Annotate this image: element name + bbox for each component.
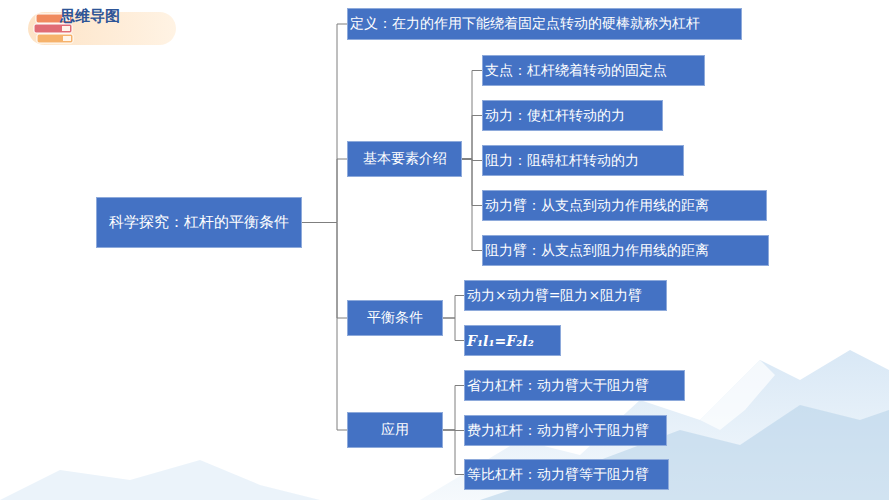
node-text: 科学探究：杠杆的平衡条件	[109, 213, 289, 232]
topic-box: 定义：在力的作用下能绕着固定点转动的硬棒就称为杠杆	[347, 8, 742, 40]
node-text: 定义：在力的作用下能绕着固定点转动的硬棒就称为杠杆	[350, 15, 700, 33]
tree-connector	[462, 116, 482, 160]
tree-connector	[443, 430, 464, 475]
topic-box: 动力臂：从支点到动力作用线的距离	[482, 190, 767, 221]
node-text: 动力臂：从支点到动力作用线的距离	[485, 197, 709, 215]
tree-connector	[462, 71, 482, 160]
node-text: 平衡条件	[367, 309, 423, 327]
tree-connector	[443, 318, 464, 341]
node-text: 应用	[381, 421, 409, 439]
node-text: 支点：杠杆绕着转动的固定点	[485, 62, 667, 80]
topic-box: 阻力：阻碍杠杆转动的力	[482, 145, 684, 176]
topic-box: 支点：杠杆绕着转动的固定点	[482, 55, 705, 86]
root-box: 科学探究：杠杆的平衡条件	[96, 197, 302, 248]
topic-box: 平衡条件	[347, 300, 443, 336]
tree-connector	[462, 159, 482, 251]
node-text: 阻力：阻碍杠杆转动的力	[485, 152, 639, 170]
tree-connector	[302, 24, 347, 223]
node-text: 动力×动力臂=阻力×阻力臂	[467, 287, 642, 305]
tree-connector	[302, 223, 347, 319]
topic-box: 阻力臂：从支点到阻力作用线的距离	[482, 235, 769, 266]
tree-connector	[302, 223, 347, 431]
mountain	[700, 360, 775, 430]
mountain	[0, 460, 320, 500]
topic-box: 等比杠杆：动力臂等于阻力臂	[464, 459, 669, 490]
tree-connector	[302, 159, 347, 223]
mountain	[420, 350, 889, 500]
node-text: 阻力臂：从支点到阻力作用线的距离	[485, 242, 709, 260]
title: 思维导图	[60, 7, 120, 26]
topic-box: 动力：使杠杆转动的力	[482, 100, 663, 131]
topic-box: F₁l₁=F₂l₂	[464, 325, 561, 356]
node-text: 基本要素介绍	[363, 150, 447, 168]
tree-connector	[443, 386, 464, 431]
topic-box: 费力杠杆：动力臂小于阻力臂	[464, 415, 667, 446]
node-text: 等比杠杆：动力臂等于阻力臂	[467, 466, 649, 484]
node-text: 省力杠杆：动力臂大于阻力臂	[467, 377, 649, 395]
topic-box: 省力杠杆：动力臂大于阻力臂	[464, 370, 685, 401]
topic-box: 应用	[347, 412, 443, 448]
tree-connector	[443, 296, 464, 319]
topic-box: 动力×动力臂=阻力×阻力臂	[464, 280, 667, 311]
node-text: F₁l₁=F₂l₂	[467, 333, 534, 349]
node-text: 费力杠杆：动力臂小于阻力臂	[467, 422, 649, 440]
topic-box: 基本要素介绍	[347, 141, 462, 177]
node-text: 动力：使杠杆转动的力	[485, 107, 625, 125]
